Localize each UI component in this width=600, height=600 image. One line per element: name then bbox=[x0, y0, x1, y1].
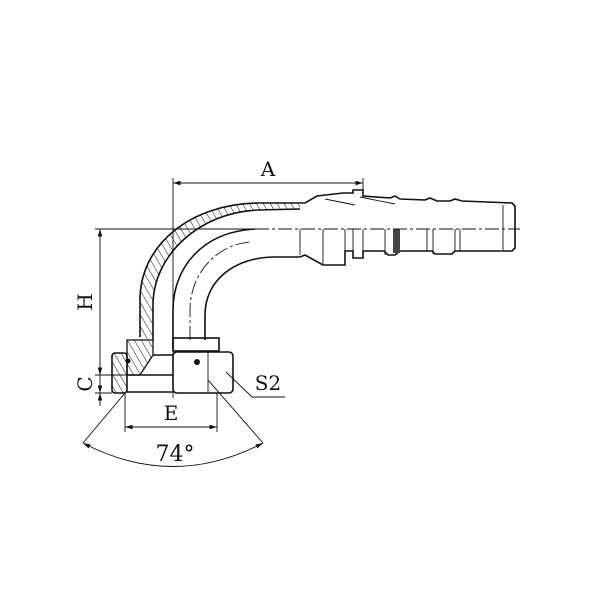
label-s2: S2 bbox=[255, 371, 281, 395]
hose-tail bbox=[299, 189, 516, 266]
o-ring-section bbox=[111, 352, 128, 394]
label-a: A bbox=[260, 157, 276, 181]
bend-centerline bbox=[189, 241, 251, 340]
collar bbox=[172, 337, 220, 352]
coupling-body-section bbox=[126, 339, 154, 376]
label-c: C bbox=[73, 376, 97, 391]
swivel-nut bbox=[111, 337, 234, 394]
dimension-c: C bbox=[73, 362, 127, 406]
label-e: E bbox=[164, 401, 179, 425]
nut-body bbox=[172, 351, 234, 394]
dimension-e: E bbox=[124, 393, 218, 432]
inner-bend-edge bbox=[204, 256, 300, 340]
bore-left-edge bbox=[172, 228, 256, 350]
dimension-s2: S2 bbox=[225, 371, 285, 398]
label-angle: 74° bbox=[156, 442, 195, 467]
dimension-a: A bbox=[172, 157, 364, 398]
bend-wall-hatching bbox=[140, 203, 300, 340]
dimension-angle: 74° bbox=[82, 379, 264, 467]
label-h: H bbox=[73, 293, 97, 310]
seal-groove bbox=[393, 229, 400, 253]
outer-bend-edge bbox=[139, 202, 300, 337]
ball-detail bbox=[194, 359, 200, 365]
elbow-body bbox=[139, 202, 301, 350]
